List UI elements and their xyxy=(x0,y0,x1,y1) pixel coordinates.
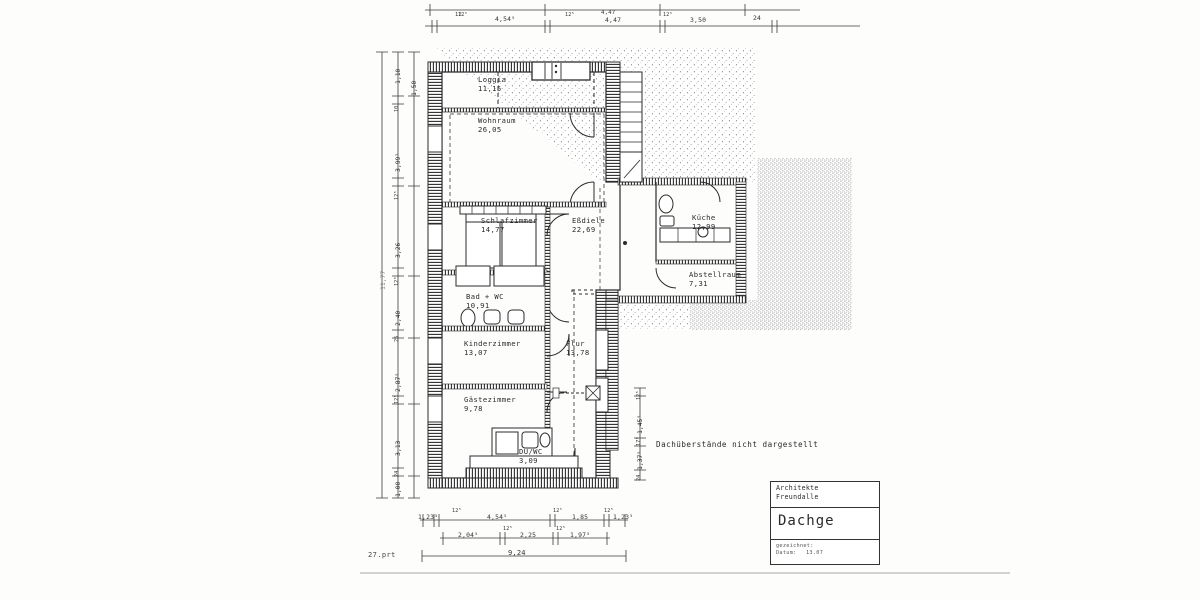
dim-right-0: 12⁵ xyxy=(636,390,642,400)
room-name-abstellraum: Abstellraum xyxy=(689,270,741,279)
room-name-gaestezimmer: Gästezimmer xyxy=(464,395,516,404)
dim-top-3: 4,47 xyxy=(605,16,622,24)
dim-bottom2-0: 2,04⁵ xyxy=(458,531,479,539)
title-block-office-line2: Freundalle xyxy=(776,493,819,501)
room-label-kinderzimmer: Kinderzimmer 13,07 xyxy=(464,339,521,357)
room-area-abstellraum: 7,31 xyxy=(689,278,708,288)
dim-left-12: 24 xyxy=(394,470,400,477)
dim-left-11: 3,13 xyxy=(394,440,402,456)
dim-bottom2-1: 12⁵ xyxy=(503,526,513,532)
dim-top-6: 24 xyxy=(753,14,762,22)
room-label-loggia: Loggia 11,15 xyxy=(478,75,507,93)
room-area-flur: 13,78 xyxy=(566,347,590,357)
dim-bottom1-5: 12⁵ xyxy=(604,508,614,514)
room-area-essdiele: 22,69 xyxy=(572,224,596,234)
room-area-kinderzimmer: 13,07 xyxy=(464,347,488,357)
room-area-loggia: 11,15 xyxy=(478,83,502,93)
dim-left-total: 11,77 xyxy=(379,270,387,290)
dim-bottom1-4: 1,85 xyxy=(572,513,589,521)
dim-left-2: 10 xyxy=(394,105,400,112)
dim-top-5: 3,50 xyxy=(690,16,707,24)
dim-left-0: 1,10 xyxy=(394,68,402,84)
dim-bottom2-3: 12⁵ xyxy=(556,526,566,532)
dim-bottom1-1: 12⁵ xyxy=(452,508,462,514)
room-name-loggia: Loggia xyxy=(478,75,507,84)
dim-bottom1-2: 4,54⁵ xyxy=(487,513,508,521)
title-block-sheet-label: Dachge xyxy=(778,513,835,529)
drawing-file-label: 27.prt xyxy=(368,551,396,559)
room-label-schlafzimmer: Schlafzimmer 14,77 xyxy=(481,216,538,234)
dim-left-10: 12⁵ xyxy=(394,394,400,404)
room-label-gaestezimmer: Gästezimmer 9,78 xyxy=(464,395,516,413)
room-label-essdiele: Eßdiele 22,69 xyxy=(572,216,606,234)
title-block-office-line1: Architekte xyxy=(776,484,819,492)
dim-top-4: 12⁵ xyxy=(663,12,673,18)
title-block-date-label: Datum: xyxy=(776,550,797,556)
room-label-flur: Flur 13,78 xyxy=(566,339,590,357)
dim-right-2: 17⁵ xyxy=(636,436,642,446)
dim-top-2: 12⁵ xyxy=(565,12,575,18)
dim-bottom2-4: 1,97⁵ xyxy=(570,531,591,539)
title-block-drawn-by-label: gezeichnet: xyxy=(776,543,814,549)
dim-right-4: 24 xyxy=(636,474,642,481)
dim-top-upper-0: 12 xyxy=(455,12,462,18)
dim-bottom1-0: 1,23⁵ xyxy=(418,513,439,521)
room-area-gaestezimmer: 9,78 xyxy=(464,403,483,413)
dim-left-3: 3,99⁵ xyxy=(394,152,402,172)
dim-left-13: 1,00 xyxy=(394,481,402,497)
dim-left-9: 2,87⁵ xyxy=(394,372,402,392)
room-name-bad-wc: Bad + WC xyxy=(466,292,504,301)
room-label-wohnraum: Wohnraum 26,05 xyxy=(478,116,516,134)
room-name-wohnraum: Wohnraum xyxy=(478,116,516,125)
dim-bottom2-2: 2,25 xyxy=(520,531,537,539)
title-block-meta xyxy=(770,539,880,565)
dim-top-1: 4,54⁵ xyxy=(495,15,516,23)
room-name-kinderzimmer: Kinderzimmer xyxy=(464,339,521,348)
dim-left-8: 25 xyxy=(394,335,400,342)
room-name-flur: Flur xyxy=(566,339,585,348)
dim-top-0: 12⁵ xyxy=(458,12,468,18)
room-label-du-wc: DU/WC 3,09 xyxy=(519,447,543,465)
dim-bottom1-3: 12⁵ xyxy=(553,508,563,514)
dim-left-7: 2,40 xyxy=(394,310,402,326)
room-label-bad-wc: Bad + WC 10,91 xyxy=(466,292,504,310)
title-block-sheet xyxy=(770,507,880,541)
room-label-kueche: Küche 12,99 xyxy=(692,213,716,231)
title-block-office xyxy=(770,481,880,509)
dim-bottom-total: 9,24 xyxy=(508,549,526,557)
dim-left-4: 12⁵ xyxy=(394,190,400,200)
title-block-date-value: 13.07 xyxy=(806,550,824,556)
room-area-kueche: 12,99 xyxy=(692,221,716,231)
room-name-kueche: Küche xyxy=(692,213,716,222)
room-area-wohnraum: 26,05 xyxy=(478,124,502,134)
room-name-du-wc: DU/WC xyxy=(519,447,543,456)
room-area-schlafzimmer: 14,77 xyxy=(481,224,505,234)
room-area-du-wc: 3,09 xyxy=(519,455,538,465)
dim-left-1: 1,50 xyxy=(410,80,418,96)
roof-overhang-note: Dachüberstände nicht dargestellt xyxy=(656,440,819,449)
room-name-essdiele: Eßdiele xyxy=(572,216,606,225)
dim-left-6: 12⁵ xyxy=(394,276,400,286)
dim-top-upper-1: 4,47 xyxy=(601,10,616,16)
room-label-abstellraum: Abstellraum 7,31 xyxy=(689,270,741,288)
room-area-bad-wc: 10,91 xyxy=(466,300,490,310)
dim-right-3: 1,37⁵ xyxy=(636,450,644,470)
dim-left-5: 3,26 xyxy=(394,242,402,258)
dim-bottom1-6: 1,23⁵ xyxy=(613,513,634,521)
dim-right-1: 1,45⁵ xyxy=(636,414,644,434)
room-name-schlafzimmer: Schlafzimmer xyxy=(481,216,538,225)
